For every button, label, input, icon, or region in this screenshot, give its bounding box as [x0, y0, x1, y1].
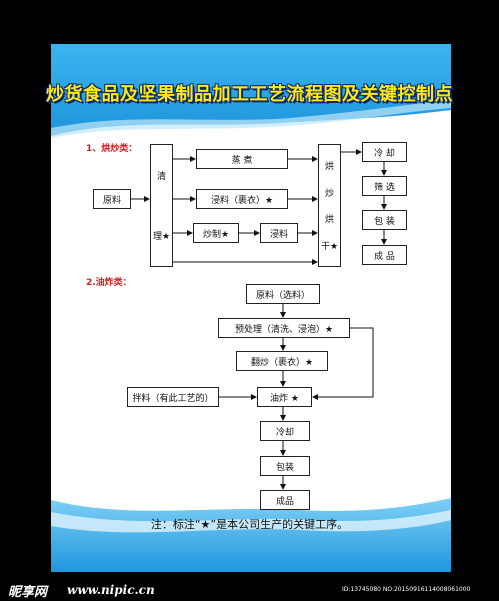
box-steam-cook: 蒸 煮 [196, 149, 288, 169]
box-sieve: 筛 选 [362, 176, 407, 196]
nipic-logo: 昵享网 [8, 585, 48, 600]
box-cool-2: 冷却 [260, 421, 310, 441]
box-pack-2: 包装 [260, 456, 310, 476]
box-soak-coat: 浸料（裹衣）★ [196, 189, 288, 209]
nipic-url: www.nipic.cn [67, 583, 155, 597]
box-product-2: 成品 [260, 490, 310, 510]
box-stir-fry-coat: 翻炒（裹衣）★ [236, 351, 328, 371]
box-pretreat: 预处理（清洗、浸泡）★ [218, 318, 350, 338]
footnote: 注：标注“★”是本公司生产的关键工序。 [150, 518, 349, 531]
box-raw-select: 原料（选料） [246, 284, 320, 304]
box-roast-dry: 烘 炒 烘 干★ [318, 144, 341, 267]
poster-background [51, 44, 451, 572]
box-cleaning: 清 理★ [150, 144, 173, 267]
box-raw-material: 原料 [93, 189, 131, 209]
section-label-roast: 1、烘炒类： [86, 144, 138, 154]
image-id-text: ID:13745080 NO:20150916114008061000 [342, 586, 471, 593]
box-mix: 拌料（有此工艺的） [127, 387, 219, 407]
roast-char-3: 烘 [324, 215, 334, 226]
roast-char-4: 干★ [320, 242, 339, 253]
poster-title: 炒货食品及坚果制品加工工艺流程图及关键控制点 [46, 84, 453, 105]
cleaning-char-1: 清 [156, 171, 166, 182]
box-soak: 浸料 [260, 223, 298, 243]
box-product-1: 成 品 [362, 245, 407, 265]
box-deep-fry: 油炸 ★ [257, 387, 312, 407]
roast-char-2: 炒 [324, 188, 334, 199]
box-cool-1: 冷 却 [362, 142, 407, 162]
cleaning-char-2: 理★ [152, 232, 171, 243]
box-pack-1: 包 装 [362, 210, 407, 230]
roast-char-1: 烘 [324, 161, 334, 172]
box-stir-fry: 炒制★ [193, 223, 239, 243]
section-label-fry: 2.油炸类： [86, 278, 132, 288]
watermark-bar: 昵享网 www.nipic.cn ID:13745080 NO:20150916… [0, 578, 499, 601]
